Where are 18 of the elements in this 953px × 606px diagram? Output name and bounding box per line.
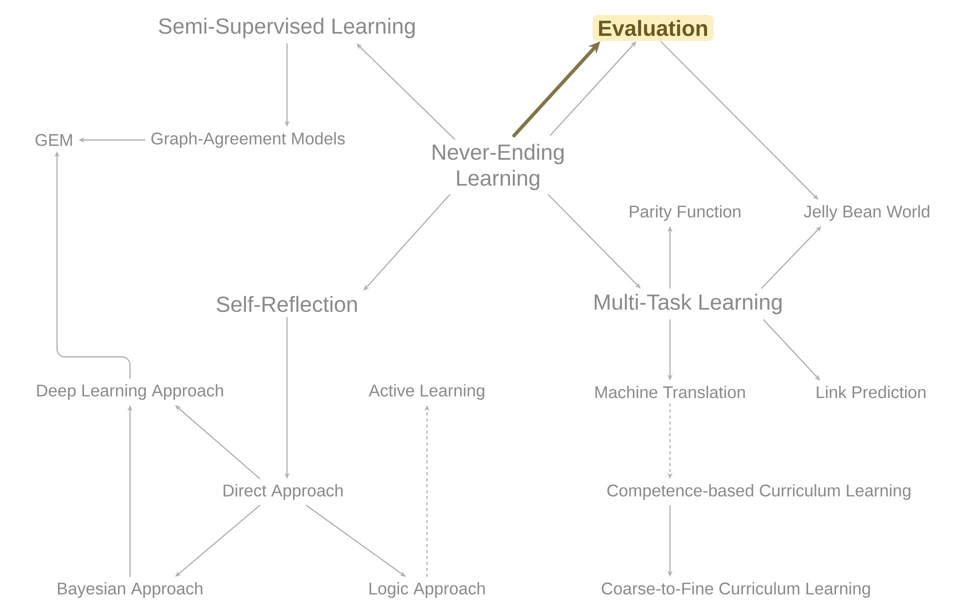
topic-label: Multi-Task Learning — [594, 294, 782, 314]
topic-label: Link Prediction — [816, 386, 926, 398]
topic-label: Bayesian Approach — [58, 582, 202, 598]
topic-label: Machine Translation — [595, 386, 745, 398]
highlighted-label: Evaluation — [592, 14, 714, 42]
topic-label: Direct Approach — [224, 484, 343, 500]
topic-label: Competence-based Curriculum Learning — [607, 484, 910, 500]
topic-label: GEM — [36, 134, 72, 146]
topic-label: Parity Function — [630, 205, 740, 221]
topic-label: Coarse-to-Fine Curriculum Learning — [602, 582, 870, 598]
topic-label: Never-Ending Learning — [432, 144, 564, 190]
topic-label: Graph-Agreement Models — [151, 132, 345, 148]
topic-label: Self-Reflection — [216, 296, 357, 312]
topic-label: Deep Learning Approach — [37, 384, 223, 400]
topic-label: Active Learning — [368, 384, 484, 400]
topic-label: Semi-Supervised Learning — [158, 18, 415, 38]
topic-label: Logic Approach — [370, 582, 485, 598]
topic-label: Jelly Bean World — [804, 205, 930, 221]
